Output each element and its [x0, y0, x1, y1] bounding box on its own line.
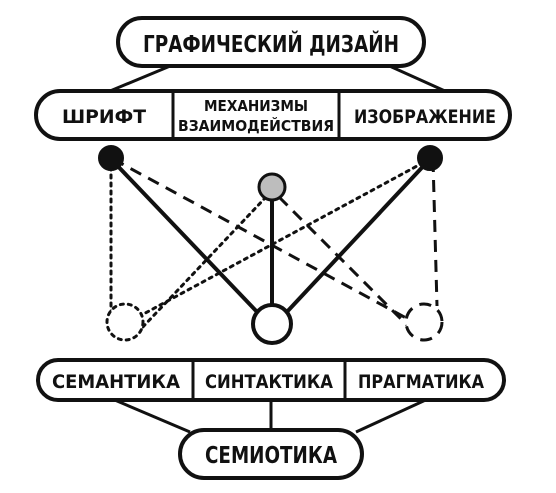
top-row-mechanisms-label-line2: ВЗАИМОДЕЙСТВИЯ [178, 116, 334, 135]
title-connector-left [109, 62, 176, 93]
bottom-row-semantics-label: СЕМАНТИКА [52, 371, 180, 393]
footer-connector-right [355, 396, 431, 434]
top-row-font-label: ШРИФТ [62, 106, 146, 128]
title-text: ГРАФИЧЕСКИЙ ДИЗАЙН [143, 30, 399, 58]
node-image [417, 145, 443, 171]
solid-links [109, 157, 432, 317]
dashed-link-gray-to-right-node [277, 195, 411, 329]
node-mechanisms [257, 172, 287, 202]
top-row-mechanisms-label-line1: МЕХАНИЗМЫ [204, 97, 308, 115]
node-font [98, 145, 124, 171]
node-pragmatics [404, 302, 444, 342]
top-row-image-label: ИЗОБРАЖЕНИЕ [354, 106, 496, 128]
top-row-box [34, 89, 512, 141]
footer-box [178, 428, 364, 480]
dotted-links [109, 157, 432, 332]
footer-text: СЕМИОТИКА [205, 443, 337, 469]
solid-link-image-to-center-node [282, 157, 432, 317]
dotted-link-gray-to-left-node [138, 195, 268, 332]
solid-link-font-to-center-node [109, 157, 262, 317]
bottom-row-box [36, 358, 506, 402]
bottom-row-pragmatics-label: ПРАГМАТИКА [358, 371, 484, 393]
dashed-link-font-to-right-node [112, 157, 409, 321]
footer-connector-left [109, 396, 191, 434]
node-semantics [105, 302, 145, 342]
node-syntactics [251, 303, 293, 345]
bottom-row-syntactics-label: СИНТАКТИКА [205, 371, 333, 393]
title-connector-right [384, 62, 446, 93]
dashed-link-image-to-right-node [431, 159, 439, 307]
title-box [116, 16, 426, 68]
dashed-links [112, 157, 439, 329]
dotted-link-image-to-left-node [136, 157, 432, 319]
